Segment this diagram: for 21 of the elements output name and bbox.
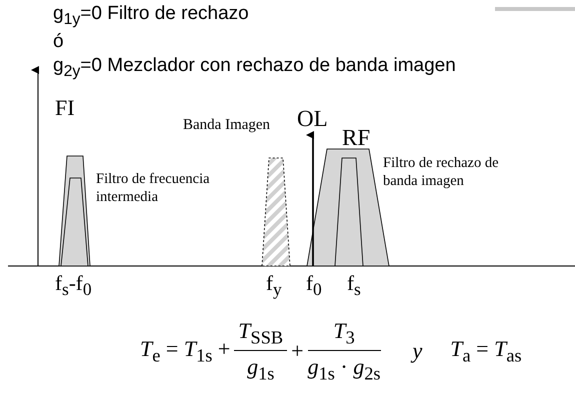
condition-text: g$_{2y}$=0 Mezclador con rechazo de banda imagen (53, 56, 456, 80)
formula-text: + (291, 338, 304, 364)
fraction-numerator: T$_{3}$ (308, 318, 380, 352)
formula-text: T$_{e}$ = T$_{1s}$ + (140, 336, 230, 367)
band-label: FI (55, 96, 75, 120)
band-label: OL (297, 106, 328, 132)
frequency-label: f$_{s}$ (347, 272, 361, 300)
fraction-numerator: T$_{SSB}$ (234, 318, 288, 352)
fraction-denominator: g$_{1s}$ (247, 353, 274, 385)
band-label: Banda Imagen (183, 117, 270, 134)
filter-label: Filtro de rechazo de banda imagen (383, 154, 500, 190)
band-label: RF (342, 125, 370, 150)
filter-label: Filtro de frecuencia intermedia (96, 170, 211, 206)
frequency-label: f$_{s}$-f$_{0}$ (55, 272, 92, 300)
frequency-label: f$_{0}$ (306, 272, 322, 300)
conjunction-text: y (412, 338, 422, 364)
frequency-label: f$_{y}$ (266, 272, 282, 300)
fraction-denominator: g$_{1s}$ · g$_{2s}$ (308, 353, 380, 385)
condition-text: g$_{1y}$=0 Filtro de rechazo (53, 4, 249, 28)
conjunction-text: ó (53, 32, 64, 53)
formula-text: T$_{a}$ = T$_{as}$ (450, 336, 522, 367)
